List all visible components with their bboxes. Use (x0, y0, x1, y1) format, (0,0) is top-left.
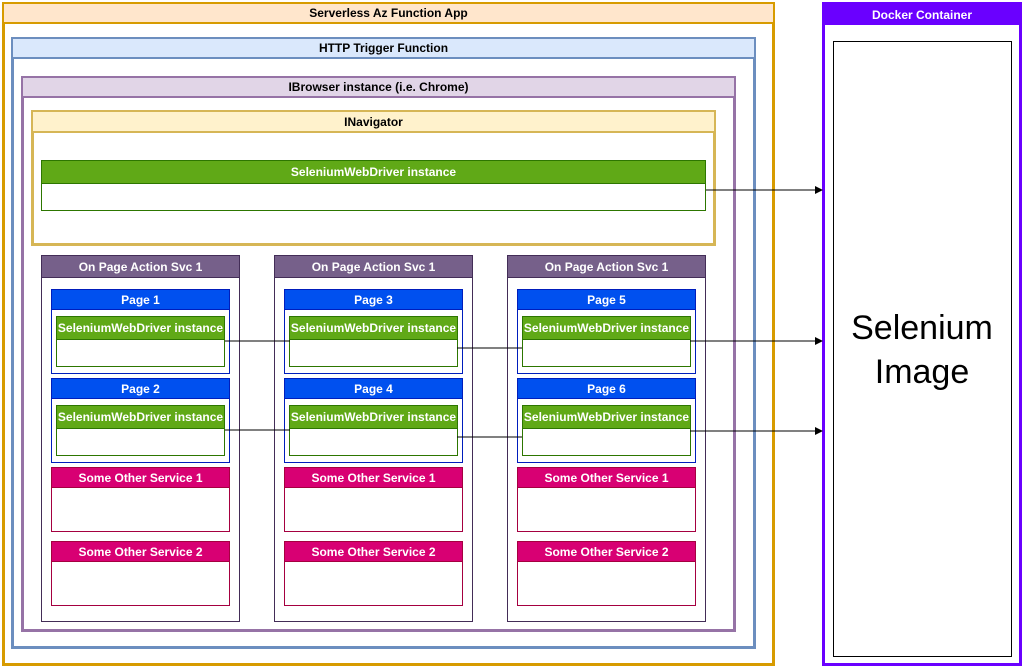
page-driver-title: SeleniumWebDriver instance (522, 316, 691, 340)
other-service-title: Some Other Service 1 (51, 467, 230, 488)
other-service-title: Some Other Service 2 (517, 541, 696, 562)
other-service-title: Some Other Service 1 (284, 467, 463, 488)
service-title: On Page Action Svc 1 (274, 255, 473, 278)
service-title: On Page Action Svc 1 (507, 255, 706, 278)
page-driver-title: SeleniumWebDriver instance (56, 405, 225, 429)
docker-title: Docker Container (825, 4, 1019, 25)
other-service-title: Some Other Service 2 (51, 541, 230, 562)
docker-container (822, 2, 1022, 666)
page-driver-title: SeleniumWebDriver instance (289, 316, 458, 340)
page-driver-title: SeleniumWebDriver instance (289, 405, 458, 429)
http-trigger-title: HTTP Trigger Function (13, 39, 754, 59)
navigator-container (31, 110, 716, 246)
page-title: Page 5 (517, 289, 696, 310)
page-driver-title: SeleniumWebDriver instance (56, 316, 225, 340)
browser-title: IBrowser instance (i.e. Chrome) (23, 78, 734, 98)
selenium-image-label: Selenium Image (851, 309, 993, 391)
navigator-driver-title: SeleniumWebDriver instance (41, 160, 706, 184)
navigator-title: INavigator (33, 112, 714, 133)
page-title: Page 1 (51, 289, 230, 310)
other-service-title: Some Other Service 1 (517, 467, 696, 488)
page-title: Page 2 (51, 378, 230, 399)
page-title: Page 6 (517, 378, 696, 399)
selenium-image-box (833, 41, 1012, 657)
http-trigger-container (11, 37, 756, 649)
browser-container (21, 76, 736, 632)
function-app-container (2, 2, 775, 666)
other-service-title: Some Other Service 2 (284, 541, 463, 562)
service-title: On Page Action Svc 1 (41, 255, 240, 278)
page-title: Page 3 (284, 289, 463, 310)
page-title: Page 4 (284, 378, 463, 399)
page-driver-title: SeleniumWebDriver instance (522, 405, 691, 429)
function-app-title: Serverless Az Function App (4, 4, 773, 24)
